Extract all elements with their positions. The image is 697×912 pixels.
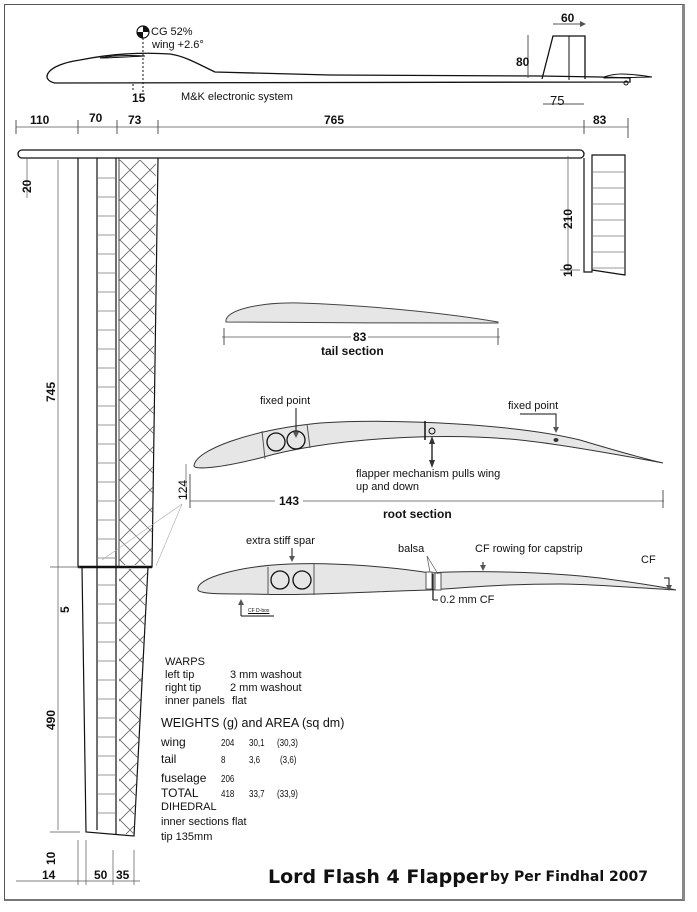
flapper-pivot bbox=[428, 427, 436, 435]
tail-section-caption: tail section bbox=[321, 344, 384, 358]
root-le-offset-dim: 20 bbox=[20, 179, 34, 193]
drawing-byline: by Per Findhal 2007 bbox=[490, 869, 648, 885]
tip-dim-35: 35 bbox=[116, 868, 130, 882]
balsa-label: balsa bbox=[398, 543, 425, 555]
dihedral-line: inner sections flat bbox=[161, 816, 247, 828]
span-dim-83: 83 bbox=[593, 113, 607, 127]
tip-dim-14: 14 bbox=[42, 868, 56, 882]
root-chord-dim: 143 bbox=[275, 494, 304, 508]
stab-span-dim: 210 bbox=[561, 208, 575, 229]
tip-dim-50: 50 bbox=[94, 868, 108, 882]
cf-thickness-label: 0.2 mm CF bbox=[440, 594, 495, 606]
outer-section-airfoil bbox=[197, 548, 677, 617]
rear-fixed-point bbox=[553, 438, 559, 442]
system-label: M&K electronic system bbox=[181, 91, 293, 103]
inner-panel-length-dim: 745 bbox=[44, 381, 58, 402]
span-dim-765: 765 bbox=[324, 113, 345, 127]
span-dim-73: 73 bbox=[128, 113, 142, 127]
fin-height-dim: 80 bbox=[516, 55, 530, 69]
span-dim-70: 70 bbox=[89, 111, 103, 125]
fin-top-dim: 60 bbox=[561, 11, 575, 25]
fuselage-side-view bbox=[46, 21, 653, 105]
fixed-point-front-label: fixed point bbox=[260, 395, 311, 407]
stabilizer-top-view bbox=[560, 154, 626, 276]
sheeted-d-box-inner bbox=[119, 160, 156, 565]
root-thickness-dim: 124 bbox=[176, 479, 190, 500]
wing-top-view bbox=[16, 149, 585, 885]
dihedral-block: DIHEDRAL inner sections flat tip 135mm bbox=[161, 800, 247, 845]
capstrip-label: CF rowing for capstrip bbox=[475, 543, 583, 555]
tip-offset-dim: 10 bbox=[44, 851, 58, 865]
wing-incidence-label: wing +2.6° bbox=[152, 39, 204, 51]
warps-heading: WARPS bbox=[165, 656, 205, 668]
fixed-point-rear-label: fixed point bbox=[508, 400, 559, 412]
cg-label: CG 52% bbox=[151, 26, 193, 38]
root-section-caption: root section bbox=[383, 507, 452, 521]
mechanism-note-line2: up and down bbox=[356, 481, 419, 493]
fin-base-dim: 75 bbox=[550, 93, 565, 108]
spar-label: extra stiff spar bbox=[246, 535, 315, 547]
tail-chord-dim: 83 bbox=[351, 330, 369, 344]
te-cf-label: CF bbox=[641, 554, 656, 566]
root-section-airfoil bbox=[101, 408, 664, 567]
spar-tube-1 bbox=[266, 432, 286, 452]
hinge-gap-dim: 5 bbox=[58, 606, 72, 613]
wing-leading-edge bbox=[17, 149, 585, 159]
stab-tip-dim: 10 bbox=[561, 263, 575, 277]
outer-panel-length-dim: 490 bbox=[44, 709, 58, 730]
dihedral-heading: DIHEDRAL bbox=[161, 801, 217, 813]
d-box-label: CF D-box bbox=[248, 608, 270, 614]
drawing-title: Lord Flash 4 Flapper bbox=[268, 866, 489, 888]
fin-outline bbox=[541, 35, 586, 80]
mechanism-note-line1: flapper mechanism pulls wing bbox=[356, 468, 501, 480]
weights-heading: WEIGHTS (g) and AREA (sq dm) bbox=[161, 716, 345, 730]
span-dim-110: 110 bbox=[30, 113, 50, 127]
sheeted-d-box-outer bbox=[119, 569, 147, 834]
cg-symbol bbox=[136, 25, 150, 39]
span-dimension-line bbox=[15, 118, 629, 138]
cg-offset-dim: 15 bbox=[132, 91, 146, 105]
dihedral-line: tip 135mm bbox=[161, 831, 213, 843]
